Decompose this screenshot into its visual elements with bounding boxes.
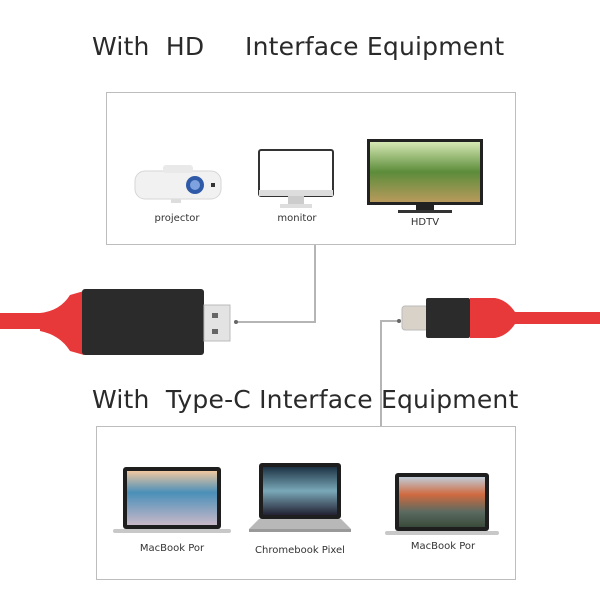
typec-connector-dot (397, 319, 401, 323)
typec-device-label: MacBook Por (410, 541, 476, 552)
laptop-icon (245, 461, 355, 539)
typec-connector-line-vertical (380, 320, 382, 426)
hd-heading: With HD Interface Equipment (92, 32, 505, 61)
laptop-icon (385, 471, 499, 541)
hdmi-cable (0, 285, 240, 364)
typec-device-label: MacBook Por (139, 543, 205, 554)
laptop-icon (113, 465, 231, 539)
hd-connector-dot (234, 320, 238, 324)
projector-icon (133, 163, 223, 209)
hdtv-icon (366, 138, 484, 220)
typec-device-label: Chromebook Pixel (255, 545, 345, 556)
typec-heading: With Type-C Interface Equipment (92, 385, 519, 414)
typec-connector-line-horizontal (380, 320, 400, 322)
hd-equipment-box: projector monitor HDTV (106, 92, 516, 245)
hd-device-label: monitor (277, 213, 317, 224)
hd-device-label: HDTV (410, 217, 440, 228)
hd-connector-line-horizontal (236, 321, 316, 323)
monitor-icon (258, 149, 334, 215)
usb-c-cable (395, 290, 600, 354)
hd-device-label: projector (154, 213, 200, 224)
hd-connector-line-vertical (314, 245, 316, 322)
typec-equipment-box: MacBook Por Chromebook Pixel (96, 426, 516, 580)
